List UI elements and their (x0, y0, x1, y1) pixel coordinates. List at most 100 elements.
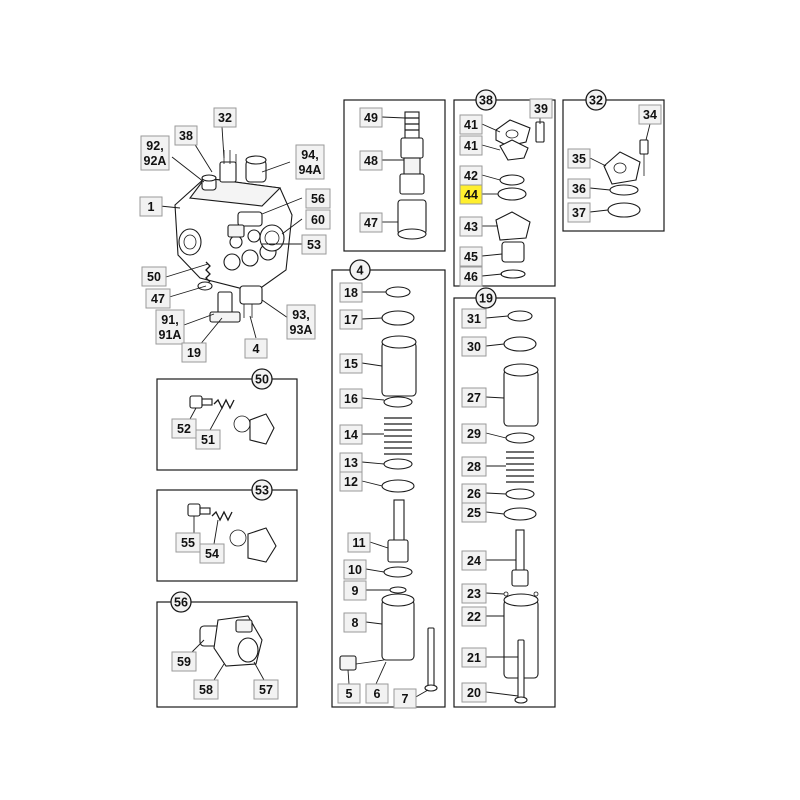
callout-21[interactable]: 21 (461, 647, 487, 668)
callout-10[interactable]: 10 (343, 559, 367, 580)
svg-text:56: 56 (311, 192, 325, 206)
svg-text:93A: 93A (290, 323, 313, 337)
svg-text:28: 28 (467, 460, 481, 474)
svg-text:55: 55 (181, 536, 195, 550)
callout-19-main[interactable]: 19 (181, 342, 207, 363)
callout-13[interactable]: 13 (339, 452, 363, 473)
callout-35[interactable]: 35 (567, 148, 591, 169)
svg-text:57: 57 (259, 683, 273, 697)
callout-44[interactable]: 44 (459, 184, 483, 205)
panel-header-38: 38 (475, 89, 497, 111)
callout-49[interactable]: 49 (359, 107, 383, 128)
svg-text:26: 26 (467, 487, 481, 501)
svg-text:24: 24 (467, 554, 481, 568)
callout-52[interactable]: 52 (171, 418, 197, 439)
callout-36[interactable]: 36 (567, 178, 591, 199)
svg-text:46: 46 (464, 270, 478, 284)
callout-55[interactable]: 55 (175, 532, 201, 553)
callout-27[interactable]: 27 (461, 387, 487, 408)
callout-45[interactable]: 45 (459, 246, 483, 267)
panel-header-4: 4 (349, 259, 371, 281)
callout-60[interactable]: 60 (305, 209, 331, 230)
callout-9[interactable]: 9 (343, 580, 367, 601)
callout-53-main[interactable]: 53 (301, 234, 327, 255)
svg-text:34: 34 (643, 108, 657, 122)
callout-34[interactable]: 34 (638, 104, 662, 125)
plug-53-illustration (187, 503, 277, 563)
svg-text:25: 25 (467, 506, 481, 520)
svg-text:30: 30 (467, 340, 481, 354)
callout-58[interactable]: 58 (193, 679, 219, 700)
svg-text:43: 43 (464, 220, 478, 234)
callout-38[interactable]: 38 (174, 125, 198, 146)
callout-11[interactable]: 11 (347, 532, 371, 553)
svg-text:32: 32 (218, 111, 232, 125)
callout-4-main[interactable]: 4 (244, 338, 268, 359)
callout-18[interactable]: 18 (339, 282, 363, 303)
callout-92[interactable]: 92,92A (140, 135, 170, 171)
callout-15[interactable]: 15 (339, 353, 363, 374)
callout-91[interactable]: 91,91A (155, 309, 185, 345)
callout-37[interactable]: 37 (567, 202, 591, 223)
callout-23[interactable]: 23 (461, 583, 487, 604)
callout-6[interactable]: 6 (365, 683, 389, 704)
svg-text:49: 49 (364, 111, 378, 125)
svg-text:92,: 92, (146, 139, 163, 153)
panel-header-53: 53 (251, 479, 273, 501)
svg-text:29: 29 (467, 427, 481, 441)
callout-42[interactable]: 42 (459, 165, 483, 186)
callout-46[interactable]: 46 (459, 266, 483, 287)
svg-text:93,: 93, (292, 308, 309, 322)
callout-7[interactable]: 7 (393, 688, 417, 709)
svg-text:6: 6 (374, 687, 381, 701)
callout-51[interactable]: 51 (195, 429, 221, 450)
callout-30[interactable]: 30 (461, 336, 487, 357)
svg-text:91A: 91A (159, 328, 182, 342)
svg-text:47: 47 (151, 292, 165, 306)
panel-56-solenoid (156, 601, 298, 708)
callout-14[interactable]: 14 (339, 424, 363, 445)
callout-41b[interactable]: 41 (459, 135, 483, 156)
svg-text:36: 36 (572, 182, 586, 196)
svg-text:38: 38 (479, 94, 493, 108)
callout-24[interactable]: 24 (461, 550, 487, 571)
callout-93[interactable]: 93,93A (286, 304, 316, 340)
callout-47-main[interactable]: 47 (145, 288, 171, 309)
callout-43[interactable]: 43 (459, 216, 483, 237)
callout-54[interactable]: 54 (199, 543, 225, 564)
callout-22[interactable]: 22 (461, 606, 487, 627)
callout-57[interactable]: 57 (253, 679, 279, 700)
callout-25[interactable]: 25 (461, 502, 487, 523)
callout-12[interactable]: 12 (339, 471, 363, 492)
callout-50-main[interactable]: 50 (141, 266, 167, 287)
svg-text:38: 38 (179, 129, 193, 143)
panel-header-56: 56 (170, 591, 192, 613)
callout-26[interactable]: 26 (461, 483, 487, 504)
callout-5[interactable]: 5 (337, 683, 361, 704)
svg-text:91,: 91, (161, 313, 178, 327)
cartridge-49-illustration (397, 111, 427, 240)
callout-41a[interactable]: 41 (459, 114, 483, 135)
callout-20[interactable]: 20 (461, 682, 487, 703)
callout-16[interactable]: 16 (339, 388, 363, 409)
callout-39[interactable]: 39 (529, 98, 553, 119)
svg-text:16: 16 (344, 392, 358, 406)
svg-text:94,: 94, (301, 148, 318, 162)
svg-text:31: 31 (467, 312, 481, 326)
callout-56-main[interactable]: 56 (305, 188, 331, 209)
callout-48[interactable]: 48 (359, 150, 383, 171)
callout-47[interactable]: 47 (359, 212, 383, 233)
svg-text:4: 4 (357, 264, 364, 278)
callout-59[interactable]: 59 (171, 651, 197, 672)
callout-32[interactable]: 32 (213, 107, 237, 128)
callout-17[interactable]: 17 (339, 309, 363, 330)
callout-1[interactable]: 1 (139, 196, 163, 217)
callout-8[interactable]: 8 (343, 612, 367, 633)
panel-header-32: 32 (585, 89, 607, 111)
svg-text:20: 20 (467, 686, 481, 700)
callout-31[interactable]: 31 (461, 308, 487, 329)
callout-29[interactable]: 29 (461, 423, 487, 444)
callout-28[interactable]: 28 (461, 456, 487, 477)
callout-94[interactable]: 94,94A (295, 144, 325, 180)
